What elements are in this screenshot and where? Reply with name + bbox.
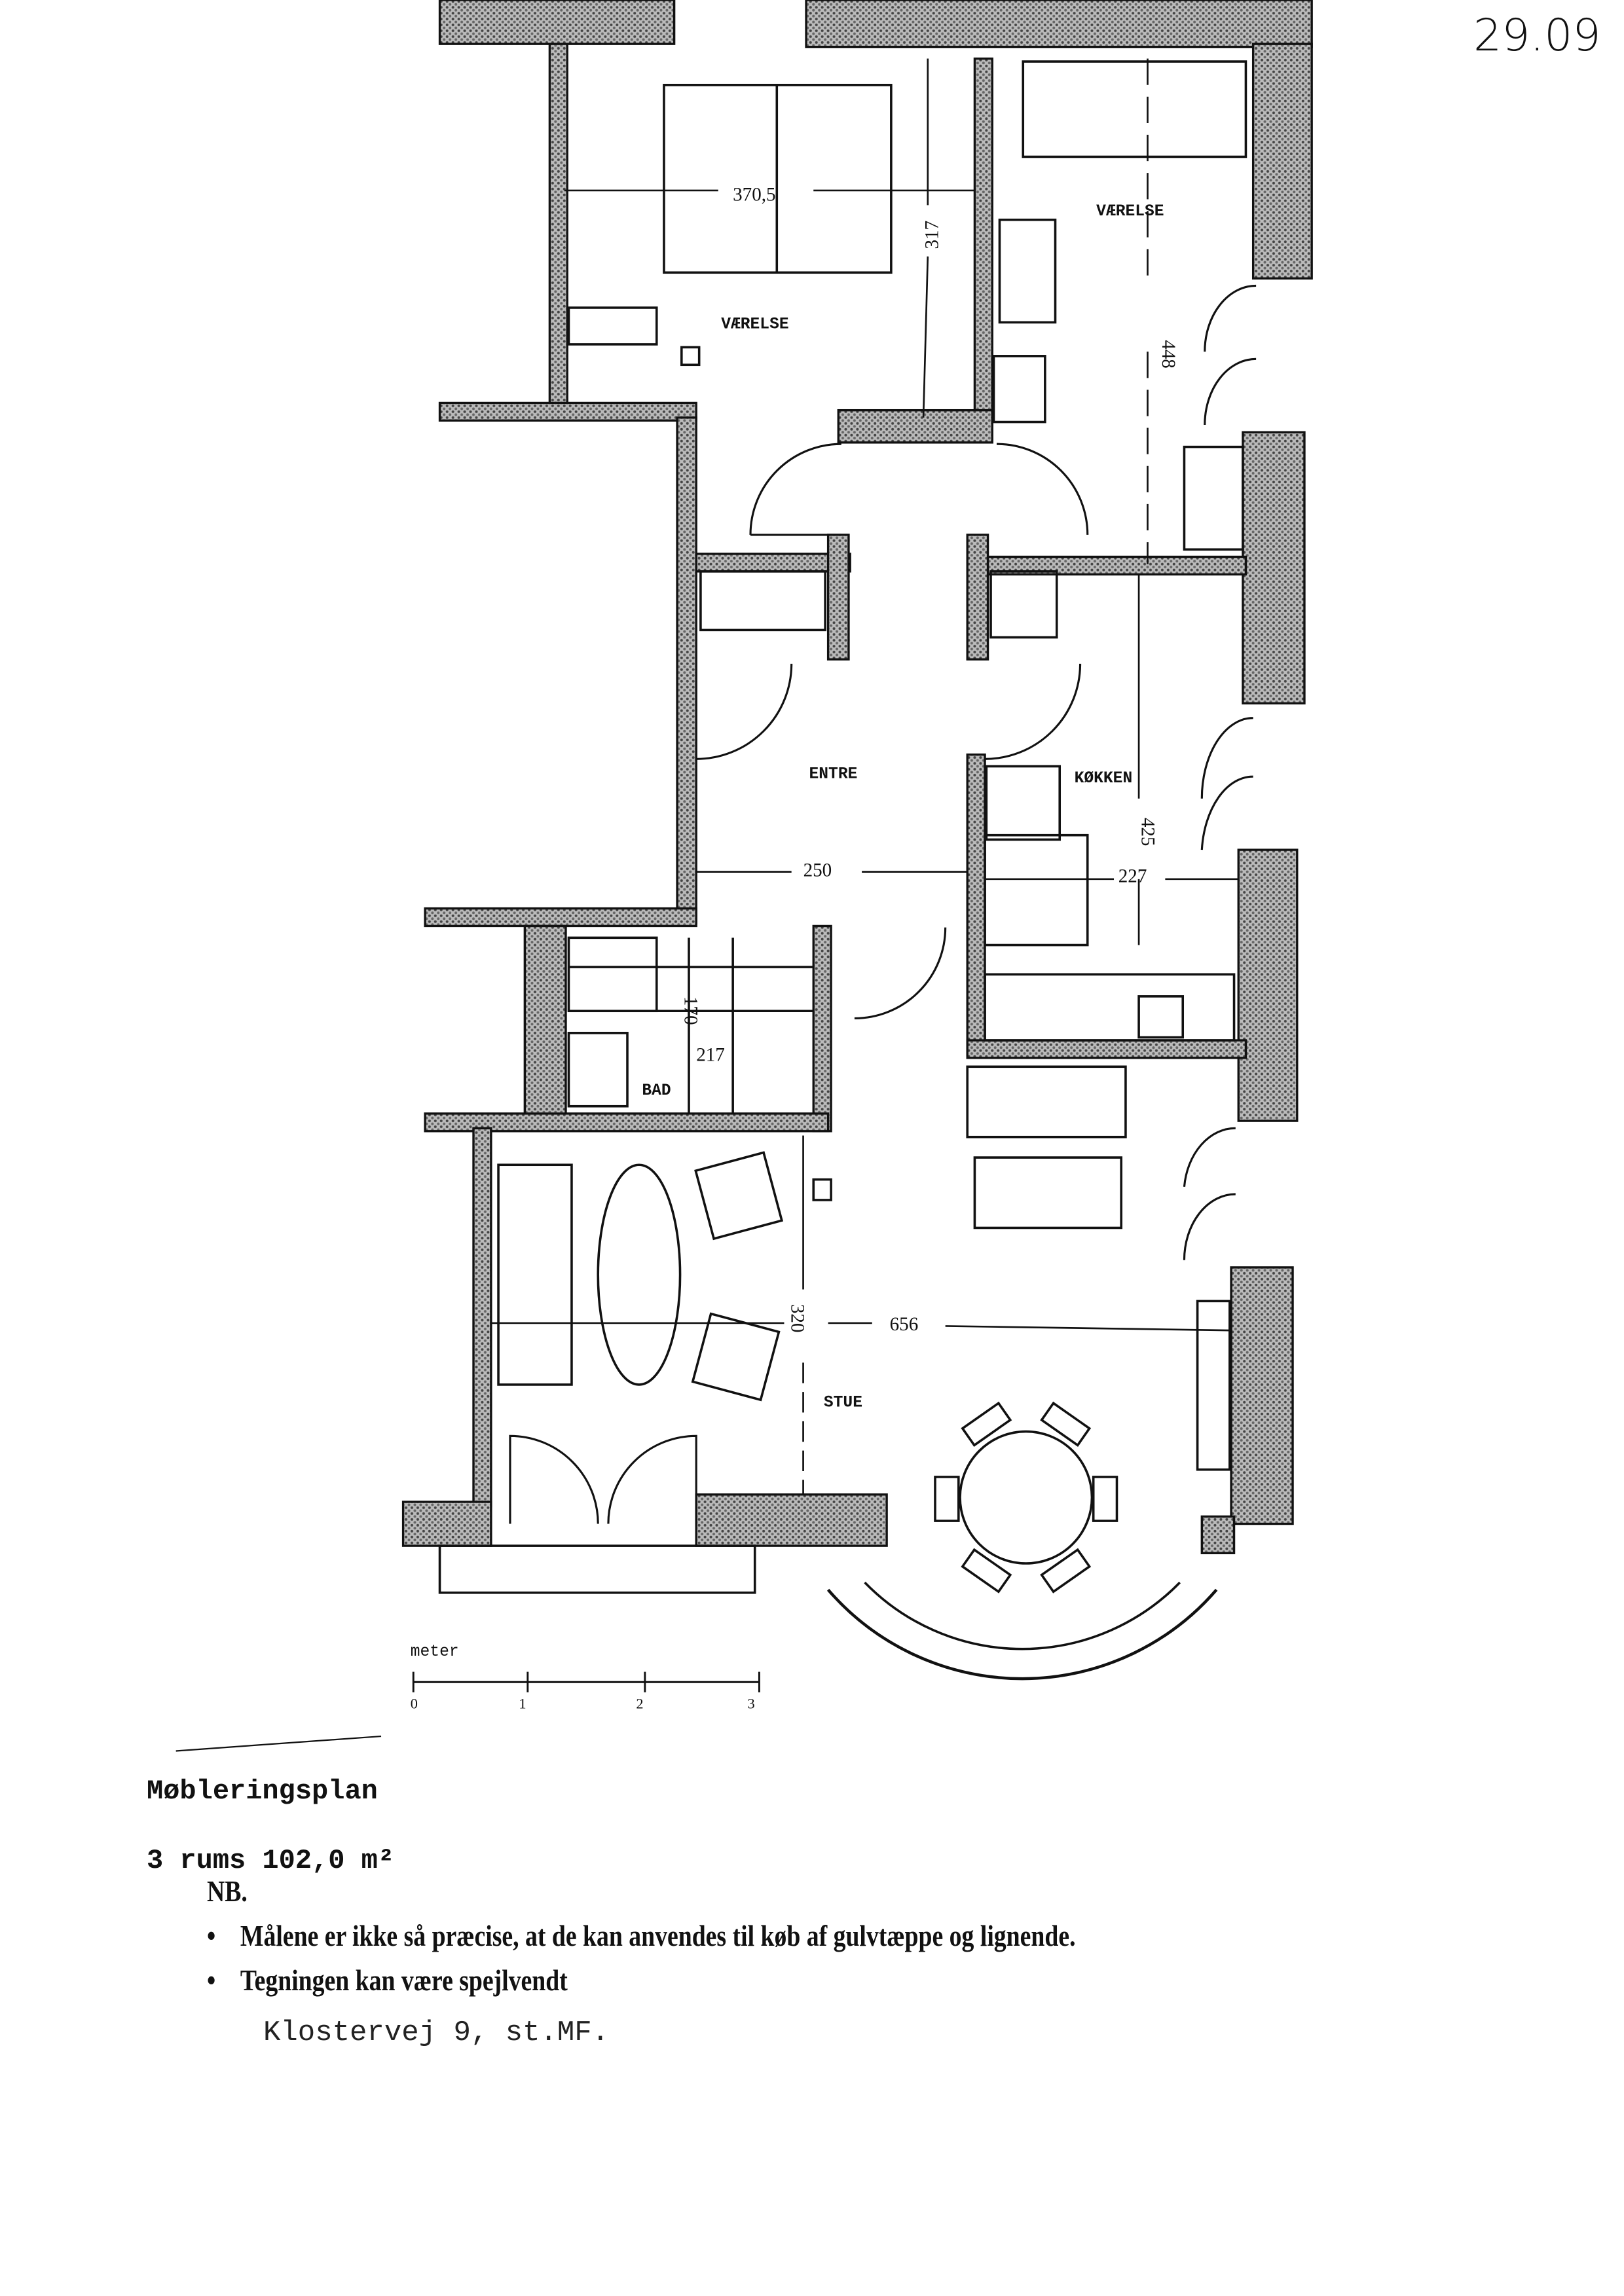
dimension-lines xyxy=(490,58,1239,1495)
room-label-entrance: ENTRE xyxy=(809,765,858,783)
room-label-bathroom: BAD xyxy=(642,1082,671,1100)
scale-tick-0: 0 xyxy=(411,1696,418,1712)
dimension-living-depth: 320 xyxy=(787,1304,808,1333)
dimension-bathroom-depth: 170 xyxy=(680,996,701,1025)
room-label-kitchen: KØKKEN xyxy=(1075,770,1133,788)
plan-title: Møbleringsplan xyxy=(147,1776,378,1807)
scale-bar xyxy=(175,1671,760,1752)
note-text: Tegningen kan være spejlvendt xyxy=(240,1963,568,1997)
dimension-bedroom-1-width: 370,5 xyxy=(733,185,775,206)
scale-tick-2: 2 xyxy=(636,1696,643,1712)
dimension-bedroom-2-depth: 448 xyxy=(1158,340,1179,369)
apartment-summary: 3 rums 102,0 m² xyxy=(147,1845,395,1876)
room-label-bedroom-2: VÆRELSE xyxy=(1096,203,1164,221)
dimension-kitchen-depth: 425 xyxy=(1137,818,1158,847)
scale-tick-3: 3 xyxy=(748,1696,755,1712)
scale-tick-1: 1 xyxy=(519,1696,526,1712)
handwritten-date: 29.09 xyxy=(1473,10,1601,62)
address: Klostervej 9, st.MF. xyxy=(263,2016,610,2049)
note-heading: NB. xyxy=(207,1874,248,1908)
dimension-bedroom-1-depth: 317 xyxy=(921,221,942,249)
scale-bar-unit: meter xyxy=(411,1643,459,1661)
walls xyxy=(401,0,1313,1554)
dimension-living-width: 656 xyxy=(890,1314,919,1335)
note-item: • Tegningen kan være spejlvendt xyxy=(207,1963,568,1997)
room-label-bedroom-1: VÆRELSE xyxy=(721,316,788,333)
note-item: • Målene er ikke så præcise, at de kan a… xyxy=(207,1919,1076,1952)
dimension-bathroom-width: 217 xyxy=(696,1044,725,1065)
doors xyxy=(509,284,1257,1524)
dimension-entrance-width: 250 xyxy=(803,860,832,881)
room-label-living-room: STUE xyxy=(824,1394,862,1412)
note-text: Målene er ikke så præcise, at de kan anv… xyxy=(240,1919,1076,1952)
furniture xyxy=(438,60,1247,1681)
dimension-kitchen-width: 227 xyxy=(1118,866,1147,886)
